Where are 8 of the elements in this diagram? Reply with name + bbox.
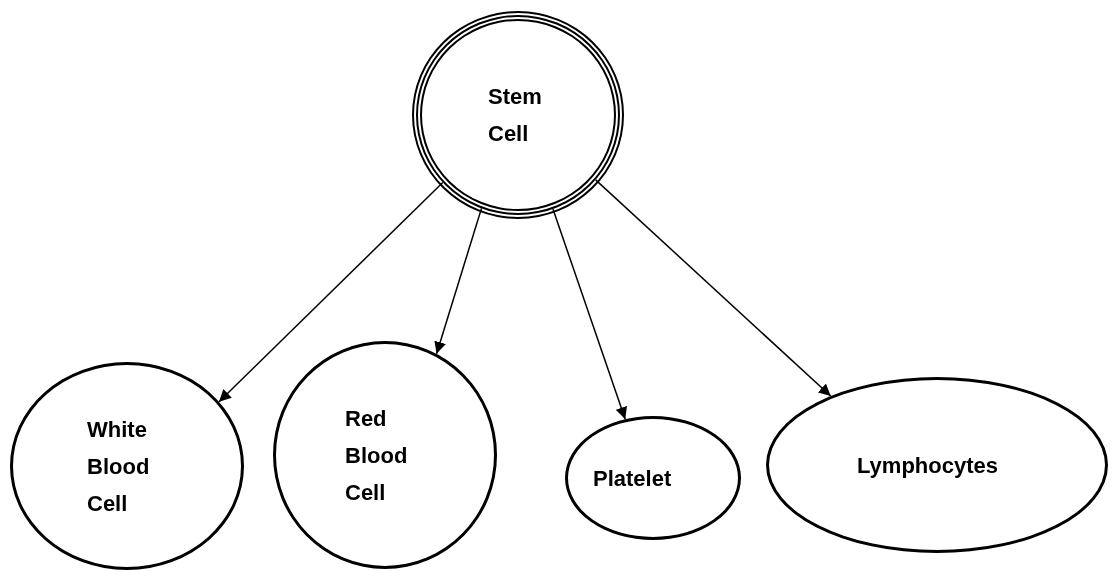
node-label: White Blood Cell — [87, 415, 151, 518]
node-label: Platelet — [593, 464, 673, 493]
node-label: Lymphocytes — [857, 451, 999, 480]
node-label: Red Blood Cell — [345, 404, 409, 507]
node-label: Stem Cell — [488, 83, 543, 148]
arrow — [218, 181, 444, 403]
arrow — [434, 207, 483, 355]
arrow — [594, 179, 832, 397]
